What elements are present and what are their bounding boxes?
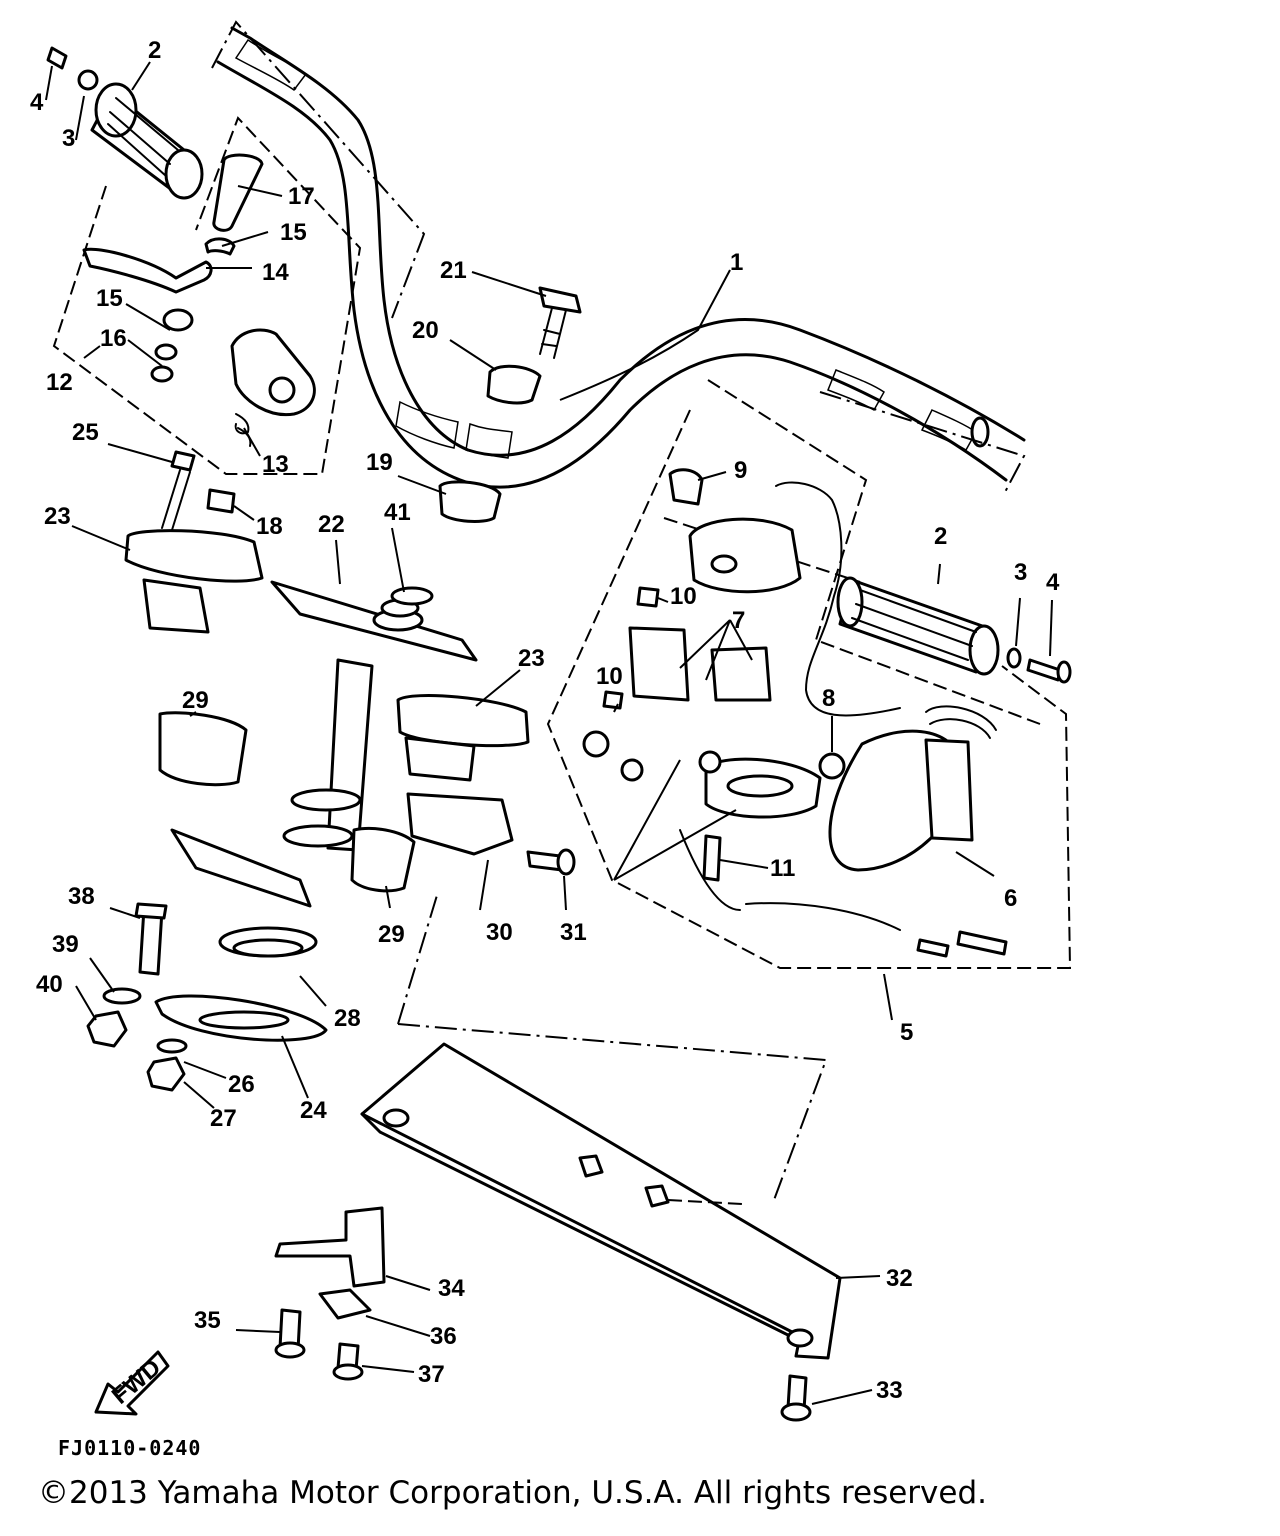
- callout-9: 9: [734, 457, 747, 484]
- callout-11: 11: [770, 855, 795, 882]
- handlebar: [211, 20, 1026, 495]
- forward-arrow: FWD: [94, 1350, 170, 1416]
- callout-38: 38: [68, 883, 95, 910]
- callout-22: 22: [318, 511, 345, 538]
- callout-10: 10: [670, 583, 697, 610]
- callout-19: 19: [366, 449, 393, 476]
- callout-28: 28: [334, 1005, 361, 1032]
- hardware-left: [86, 488, 576, 1092]
- callout-18: 18: [256, 513, 283, 540]
- switch-housing-group: [546, 379, 1072, 969]
- callout-21: 21: [440, 257, 467, 284]
- callout-27: 27: [210, 1105, 237, 1132]
- callout-17: 17: [288, 183, 315, 210]
- grip-right: [836, 576, 1072, 684]
- callout-4: 4: [1046, 569, 1060, 596]
- callout-33: 33: [876, 1377, 903, 1404]
- callout-2: 2: [934, 523, 947, 550]
- callout-34: 34: [438, 1275, 465, 1302]
- callout-41: 41: [384, 499, 411, 526]
- callout-14: 14: [262, 259, 289, 286]
- grip-left: [46, 46, 204, 200]
- callout-25: 25: [72, 419, 99, 446]
- copyright-notice: ©2013 Yamaha Motor Corporation, U.S.A. A…: [38, 1475, 987, 1511]
- lower-panel: [360, 891, 842, 1422]
- callout-40: 40: [36, 971, 63, 998]
- steering-column: [124, 450, 530, 1042]
- callout-7: 7: [732, 607, 745, 634]
- callout-1: 1: [730, 249, 743, 276]
- callout-2: 2: [148, 37, 161, 64]
- callout-3: 3: [62, 125, 75, 152]
- bracket-group: [274, 1206, 386, 1381]
- callout-32: 32: [886, 1265, 913, 1292]
- drawing-code: FJ0110-0240: [58, 1436, 202, 1460]
- callout-3: 3: [1014, 559, 1027, 586]
- callout-23: 23: [518, 645, 545, 672]
- callout-15: 15: [96, 285, 123, 312]
- callout-30: 30: [486, 919, 513, 946]
- callout-35: 35: [194, 1307, 221, 1334]
- clamp-upper-group: [438, 286, 582, 523]
- callout-31: 31: [560, 919, 587, 946]
- callout-23: 23: [44, 503, 71, 530]
- callout-8: 8: [822, 685, 835, 712]
- callout-24: 24: [300, 1097, 327, 1124]
- callout-12: 12: [46, 369, 73, 396]
- callout-labels: 1 2 2 3 3 4 4 5 6 7 8 9 10 10 11 12 13 1…: [30, 37, 1060, 1404]
- callout-36: 36: [430, 1323, 457, 1350]
- callout-37: 37: [418, 1361, 445, 1388]
- callout-6: 6: [1004, 885, 1017, 912]
- callout-15: 15: [280, 219, 307, 246]
- callout-16: 16: [100, 325, 127, 352]
- callout-13: 13: [262, 451, 289, 478]
- callout-4: 4: [30, 89, 44, 116]
- leader-lines: [45, 61, 1053, 1405]
- callout-39: 39: [52, 931, 79, 958]
- callout-5: 5: [900, 1019, 913, 1046]
- callout-29: 29: [378, 921, 405, 948]
- callout-20: 20: [412, 317, 439, 344]
- callout-26: 26: [228, 1071, 255, 1098]
- callout-10: 10: [596, 663, 623, 690]
- throttle-assembly: [52, 116, 362, 475]
- fwd-label: FWD: [107, 1354, 166, 1410]
- callout-29: 29: [182, 687, 209, 714]
